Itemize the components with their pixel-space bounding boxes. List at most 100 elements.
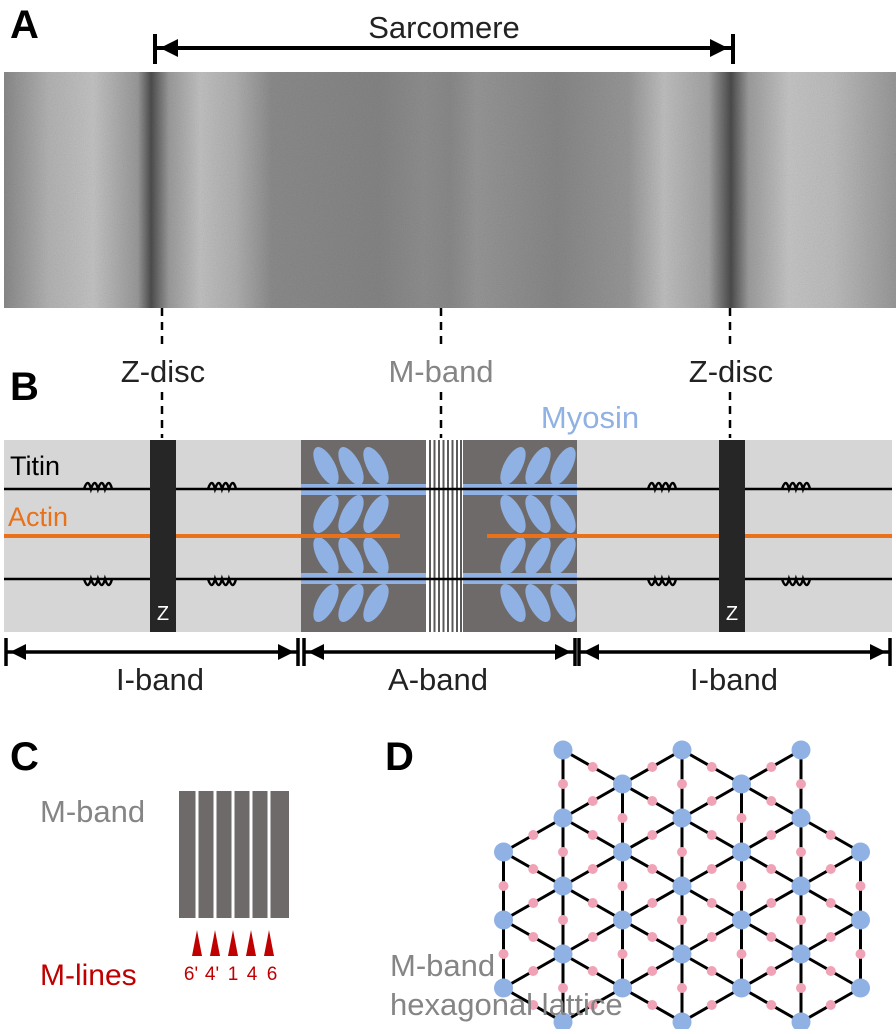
lattice-large-node bbox=[791, 740, 811, 760]
lattice-small-node bbox=[766, 796, 777, 806]
lattice-small-node bbox=[766, 966, 777, 976]
panel-c-m-band-label: M-band bbox=[40, 794, 145, 829]
hexagonal-lattice bbox=[494, 740, 870, 1032]
lattice-small-node bbox=[825, 830, 836, 840]
lattice-small-node bbox=[558, 983, 568, 993]
lattice-large-node bbox=[732, 774, 751, 794]
lattice-small-node bbox=[706, 830, 717, 840]
guide-lines bbox=[160, 308, 732, 438]
panel-c: C M-band M-lines 6' 4' 1 4 6 bbox=[10, 735, 289, 992]
panel-a: A Sarcomere bbox=[4, 3, 896, 308]
lattice-small-node bbox=[706, 1000, 717, 1010]
lattice-large-node bbox=[613, 910, 632, 930]
lattice-small-node bbox=[766, 864, 777, 874]
lattice-small-node bbox=[528, 1000, 539, 1010]
panel-c-letter: C bbox=[10, 735, 39, 779]
lattice-small-node bbox=[587, 830, 598, 840]
lattice-small-node bbox=[855, 949, 866, 959]
band-extent-arrows bbox=[4, 638, 892, 666]
lattice-small-node bbox=[736, 813, 747, 823]
lattice-small-node bbox=[825, 898, 836, 908]
lattice-small-node bbox=[706, 864, 717, 874]
lattice-small-node bbox=[796, 847, 806, 857]
z-disc-right-marker: Z bbox=[726, 603, 738, 625]
lattice-label-line1: M-band bbox=[390, 948, 495, 983]
lattice-small-node bbox=[677, 983, 687, 993]
lattice-large-node bbox=[553, 740, 573, 760]
lattice-large-node bbox=[791, 944, 811, 964]
lattice-large-node bbox=[791, 1012, 811, 1032]
lattice-small-node bbox=[766, 898, 777, 908]
lattice-small-node bbox=[825, 1000, 836, 1010]
z-disc-left-label: Z-disc bbox=[121, 354, 205, 389]
lattice-small-node bbox=[647, 796, 658, 806]
lattice-small-node bbox=[736, 949, 747, 959]
lattice-small-node bbox=[647, 898, 658, 908]
lattice-small-node bbox=[677, 847, 687, 857]
lattice-small-node bbox=[796, 915, 806, 925]
lattice-small-node bbox=[647, 762, 658, 772]
lattice-large-node bbox=[672, 876, 692, 896]
lattice-large-node bbox=[851, 978, 870, 998]
lattice-large-node bbox=[672, 808, 692, 828]
lattice-small-node bbox=[587, 1000, 598, 1010]
lattice-small-node bbox=[587, 864, 598, 874]
lattice-label-line2: hexagonal lattice bbox=[390, 987, 623, 1022]
lattice-small-node bbox=[528, 966, 539, 976]
m-band-stripes bbox=[429, 440, 462, 632]
lattice-large-node bbox=[613, 842, 632, 862]
lattice-small-node bbox=[647, 932, 658, 942]
m-band-block-dividers bbox=[195, 791, 271, 918]
lattice-small-node bbox=[587, 762, 598, 772]
a-band-label: A-band bbox=[388, 662, 488, 697]
lattice-small-node bbox=[647, 830, 658, 840]
titin-label: Titin bbox=[10, 451, 60, 481]
m-line-number: 1 bbox=[228, 964, 239, 985]
m-line-markers bbox=[192, 930, 274, 956]
lattice-small-node bbox=[587, 898, 598, 908]
lattice-large-node bbox=[672, 944, 692, 964]
lattice-small-node bbox=[587, 966, 598, 976]
lattice-large-node bbox=[791, 808, 811, 828]
lattice-small-node bbox=[825, 864, 836, 874]
lattice-small-node bbox=[677, 915, 687, 925]
lattice-small-node bbox=[528, 898, 539, 908]
lattice-small-node bbox=[528, 864, 539, 874]
lattice-small-node bbox=[736, 881, 747, 891]
i-band-right-label: I-band bbox=[690, 662, 778, 697]
panel-b: B Z-disc M-band Z-disc Myosin bbox=[4, 354, 892, 697]
lattice-small-node bbox=[558, 847, 568, 857]
lattice-large-node bbox=[553, 944, 573, 964]
lattice-small-node bbox=[825, 966, 836, 976]
lattice-large-node bbox=[613, 774, 632, 794]
lattice-small-node bbox=[706, 898, 717, 908]
lattice-small-node bbox=[498, 881, 509, 891]
m-line-number: 4 bbox=[247, 964, 258, 985]
z-disc-right-label: Z-disc bbox=[689, 354, 773, 389]
lattice-large-node bbox=[732, 842, 751, 862]
lattice-large-node bbox=[553, 808, 573, 828]
lattice-large-node bbox=[613, 978, 632, 998]
lattice-small-node bbox=[498, 949, 509, 959]
sarcomere-length-arrow bbox=[153, 34, 735, 64]
lattice-large-node bbox=[791, 876, 811, 896]
lattice-small-node bbox=[766, 762, 777, 772]
panel-a-letter: A bbox=[10, 3, 39, 47]
lattice-large-node bbox=[553, 1012, 573, 1032]
m-line-number: 6' bbox=[184, 964, 198, 985]
m-line-number: 6 bbox=[267, 964, 278, 985]
lattice-small-node bbox=[528, 932, 539, 942]
lattice-small-node bbox=[766, 1000, 777, 1010]
z-disc-left-marker: Z bbox=[157, 603, 169, 625]
lattice-small-node bbox=[706, 932, 717, 942]
lattice-large-node bbox=[494, 910, 513, 930]
lattice-large-node bbox=[851, 910, 870, 930]
electron-micrograph bbox=[4, 72, 896, 308]
lattice-large-node bbox=[494, 978, 513, 998]
lattice-large-node bbox=[672, 740, 692, 760]
lattice-small-node bbox=[677, 779, 687, 789]
sarcomere-label: Sarcomere bbox=[368, 10, 520, 45]
lattice-small-node bbox=[617, 881, 628, 891]
